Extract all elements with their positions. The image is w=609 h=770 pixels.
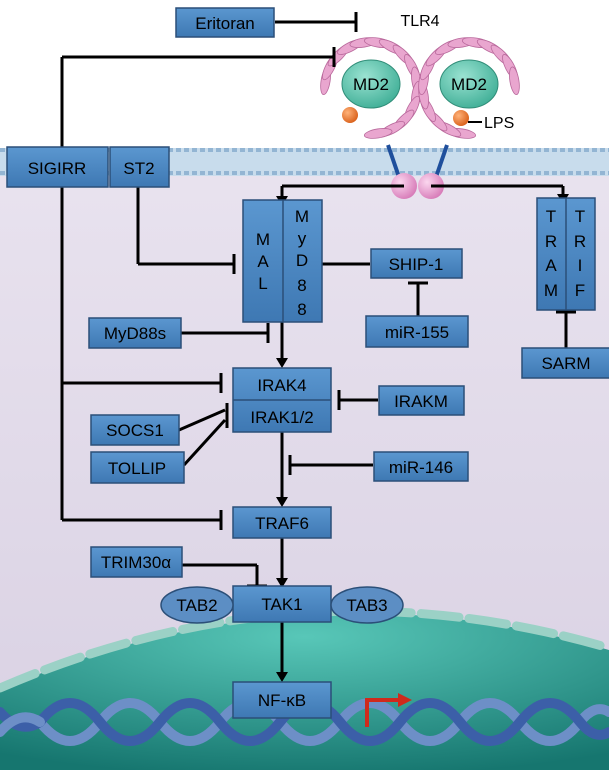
trif-letter: T [575, 207, 585, 226]
myd88-letter: 8 [297, 300, 306, 319]
myd88-letter: y [298, 229, 307, 248]
nfkb-box [232, 681, 332, 719]
tram-letter: T [546, 207, 556, 226]
st2-box [109, 146, 170, 188]
sarm-label: SARM [541, 354, 590, 373]
tab2-label: TAB2 [176, 596, 217, 615]
myd88-letter: 8 [297, 276, 306, 295]
sigirr-box [6, 146, 109, 188]
mir155-label: miR-155 [385, 323, 449, 342]
mal-letter: M [256, 230, 270, 249]
extracellular-space [0, 0, 609, 148]
tab3-label: TAB3 [346, 596, 387, 615]
trim30a-label: TRIM30α [101, 553, 171, 572]
eritoran-label: Eritoran [195, 14, 255, 33]
trif-letter: R [574, 232, 586, 251]
trim30a-box [90, 546, 183, 578]
tram-letter: M [544, 281, 558, 300]
md2-left-label: MD2 [353, 75, 389, 94]
tab3-ellipse [330, 586, 404, 624]
mal-letter: A [257, 252, 269, 271]
irakm-box [378, 385, 465, 416]
transcription-arrow-icon [365, 693, 412, 727]
myd88-letter: M [295, 207, 309, 226]
tram-letter: A [545, 256, 557, 275]
connector-lines [60, 12, 576, 672]
tak1-box [232, 585, 332, 623]
myd88s-label: MyD88s [104, 324, 166, 343]
st2-label: ST2 [123, 159, 154, 178]
mir146-label: miR-146 [389, 458, 453, 477]
sarm-box [521, 347, 609, 379]
tab2-ellipse [160, 586, 234, 624]
ship1-label: SHIP-1 [389, 255, 444, 274]
tollip-label: TOLLIP [108, 459, 166, 478]
tram-letter: R [545, 232, 557, 251]
tollip-box [90, 451, 185, 484]
lps-molecule-left-icon [342, 107, 358, 123]
tlr4-label: TLR4 [400, 13, 439, 30]
tak1-label: TAK1 [261, 595, 302, 614]
ship1-box [370, 248, 463, 279]
eritoran-box [175, 7, 275, 38]
lps-label: LPS [484, 115, 514, 132]
socs1-box [90, 414, 180, 446]
md2-left-icon [341, 59, 401, 109]
traf6-box [232, 506, 332, 539]
myd88s-box [88, 317, 182, 349]
myd88-letter: D [296, 251, 308, 270]
lps-molecule-right-icon [453, 110, 469, 126]
md2-right-icon [439, 59, 499, 109]
nfkb-label: NF-κB [258, 691, 306, 710]
receptor-repeat-segment [509, 66, 520, 96]
mal-letter: L [258, 274, 267, 293]
traf6-label: TRAF6 [255, 514, 309, 533]
md2-right-label: MD2 [451, 75, 487, 94]
sigirr-label: SIGIRR [28, 159, 87, 178]
mir155-box [365, 315, 469, 348]
dna-helix-icon [0, 698, 609, 746]
tlr4-receptor-icon [320, 37, 520, 199]
socs1-label: SOCS1 [106, 421, 164, 440]
trif-letter: F [575, 281, 585, 300]
irak4-label: IRAK4 [257, 376, 306, 395]
receptor-repeat-segment [363, 128, 393, 139]
trif-letter: I [578, 256, 583, 275]
mir146-box [373, 451, 469, 482]
irak12-label: IRAK1/2 [250, 408, 313, 427]
irakm-label: IRAKM [394, 392, 448, 411]
